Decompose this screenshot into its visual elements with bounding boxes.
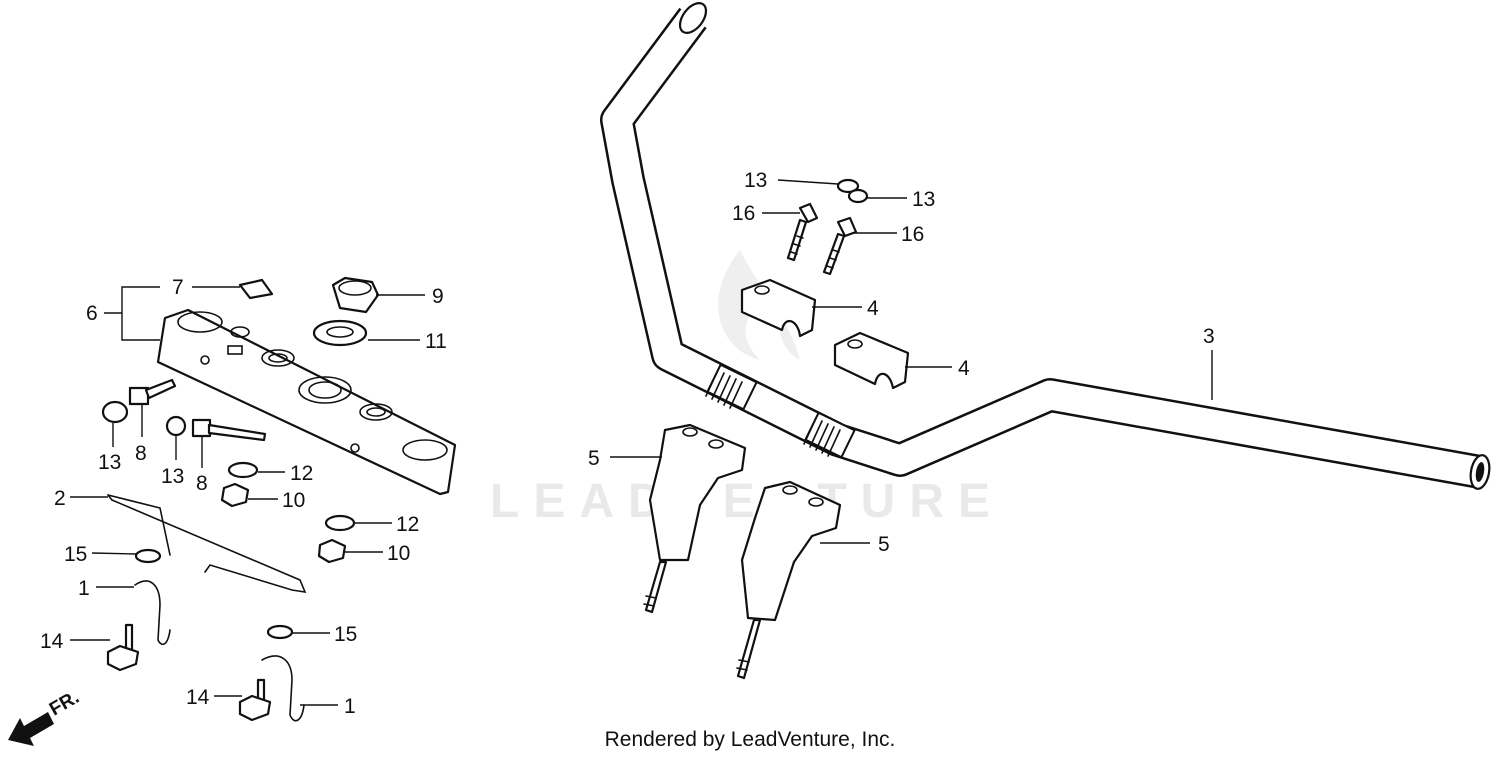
wire-clamp	[107, 494, 307, 594]
handlebar	[600, 2, 1491, 490]
clip-1-a	[134, 580, 171, 646]
callout-12-a: 12	[290, 462, 313, 485]
callout-10-b: 10	[387, 542, 410, 565]
callout-11: 11	[425, 330, 447, 353]
cap-13-left-a	[101, 400, 129, 424]
cap-13-upper-left	[836, 178, 860, 194]
washer-15-a	[134, 548, 162, 564]
clip-1-b	[261, 655, 305, 722]
callout-3: 3	[1203, 325, 1215, 348]
upper-holder-left	[740, 278, 817, 338]
callout-8-a: 8	[135, 442, 147, 465]
washer-12-b	[324, 514, 356, 532]
callout-7: 7	[172, 276, 184, 299]
bolt-14-b	[238, 678, 272, 722]
top-bridge	[156, 308, 457, 496]
callout-1-b: 1	[344, 695, 356, 718]
knurl-left	[705, 363, 758, 411]
callout-15-a: 15	[64, 543, 87, 566]
bolt-16-right	[822, 216, 858, 276]
callout-13-left-a: 13	[98, 451, 121, 474]
callout-13-top-left: 13	[744, 169, 767, 192]
washer-15-b	[266, 624, 294, 640]
callout-13-top-right: 13	[912, 188, 935, 211]
callout-8-b: 8	[196, 472, 208, 495]
callout-10-a: 10	[282, 489, 305, 512]
watermark-text: LEADVENTURE	[490, 475, 1004, 528]
lower-riser-left	[643, 423, 747, 614]
front-label: FR.	[46, 687, 83, 720]
nut-9	[331, 276, 380, 314]
callout-6: 6	[86, 302, 98, 325]
callout-5-left: 5	[588, 447, 600, 470]
knurl-right	[803, 411, 856, 459]
leader-lines	[70, 179, 1213, 706]
watermark: LEADVENTURE	[490, 250, 1004, 528]
callout-12-b: 12	[396, 513, 419, 536]
credit-line: Rendered by LeadVenture, Inc.	[604, 728, 896, 751]
callout-2: 2	[54, 487, 66, 510]
callout-5-right: 5	[878, 533, 890, 556]
upper-holder-right	[833, 331, 910, 390]
callout-16-right: 16	[901, 223, 924, 246]
plate-7	[238, 278, 274, 300]
cap-13-upper-right	[847, 188, 869, 204]
bolt-8-a	[128, 378, 177, 406]
washer-11	[312, 319, 368, 347]
callout-13-left-b: 13	[161, 465, 184, 488]
lower-riser-right	[736, 480, 842, 680]
bolt-14-a	[106, 623, 140, 672]
cap-13-left-b	[165, 415, 187, 437]
callouts: 3 4 4 5 5 13 13 16 16 7 6 9 11 13 8 13 8…	[40, 169, 1215, 718]
callout-14-a: 14	[40, 630, 64, 653]
callout-16-left: 16	[732, 202, 755, 225]
callout-1-a: 1	[78, 577, 90, 600]
washer-12-a	[227, 461, 259, 479]
callout-4-upper: 4	[867, 297, 879, 320]
callout-15-b: 15	[334, 623, 357, 646]
callout-14-b: 14	[186, 686, 210, 709]
bolt-16-left	[786, 202, 819, 262]
callout-4-lower: 4	[958, 357, 970, 380]
nut-10-b	[317, 538, 347, 564]
bolt-8-b	[191, 418, 267, 442]
nut-10-a	[220, 482, 250, 508]
callout-9: 9	[432, 285, 444, 308]
